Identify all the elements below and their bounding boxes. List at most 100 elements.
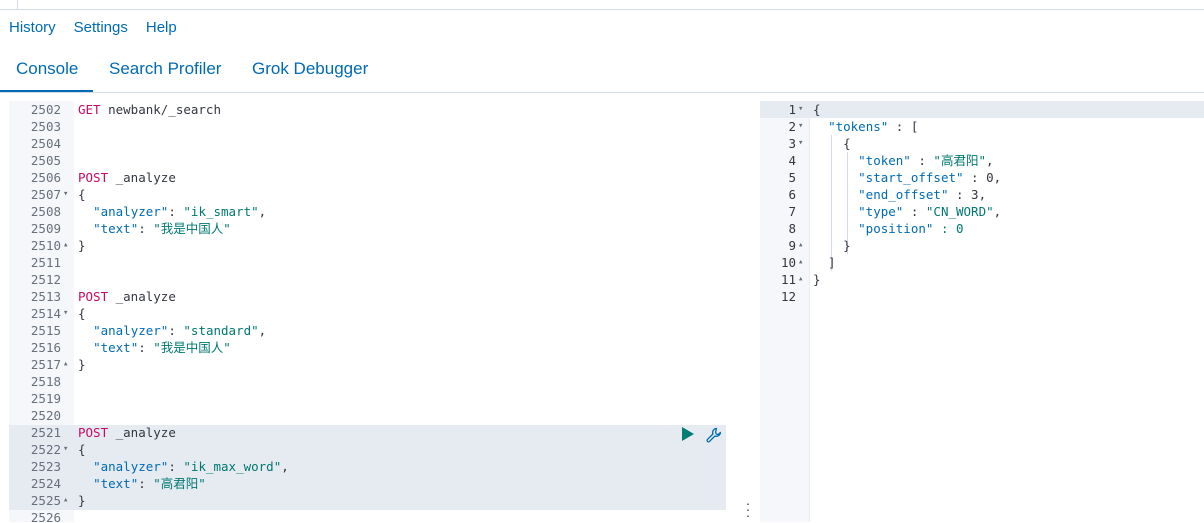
top-bar [0,0,1204,10]
response-viewer: 1▾{2▾ "tokens" : [3▾ {4 "token" : "高君阳",… [760,101,1204,522]
code-token [78,221,93,236]
output-line-number: 7 [788,204,796,219]
code-token: } [78,357,86,372]
indent-guide [831,135,832,271]
code-token: "analyzer" [93,323,169,338]
editor-line-number: 2510 [30,238,61,253]
wrench-icon[interactable] [706,427,722,443]
code-token: "ik_max_word" [183,459,282,474]
code-token: "type" [858,204,904,219]
fold-toggle-icon[interactable]: ▾ [63,189,69,199]
tab-bar: Console Search Profiler Grok Debugger [0,50,1204,93]
code-token: : [138,476,154,491]
editor-code: "text": "我是中国人" [78,339,231,356]
fold-toggle-icon[interactable]: ▴ [798,257,804,267]
output-line: 6 "end_offset" : 3, [760,186,1204,203]
fold-toggle-icon[interactable]: ▴ [798,240,804,250]
output-line-number: 9 [788,238,796,253]
tab-search-profiler[interactable]: Search Profiler [109,59,222,78]
editor-line: 2511 [9,254,742,271]
output-line-number: 12 [780,289,796,304]
output-line: 8 "position" : 0 [760,220,1204,237]
editor-line-number: 2512 [30,272,61,287]
active-request-highlight [9,425,726,510]
tab-grok-debugger[interactable]: Grok Debugger [252,59,369,78]
code-token: "text" [93,340,139,355]
editor-line-number: 2508 [30,204,61,219]
menu-help[interactable]: Help [145,19,177,36]
code-token [813,119,828,134]
editor-line-number: 2524 [30,476,61,491]
editor-line-number: 2504 [30,136,61,151]
output-active-line [760,101,1204,118]
code-token: , [985,153,994,168]
code-token: { [78,442,86,457]
output-code: ] [813,254,836,271]
fold-toggle-icon[interactable]: ▾ [798,138,804,148]
code-token: { [813,136,851,151]
code-token: "我是中国人" [153,340,231,355]
code-token: } [813,272,821,287]
fold-toggle-icon[interactable]: ▾ [63,308,69,318]
output-line-number: 8 [788,221,796,236]
menu-history[interactable]: History [9,19,56,36]
output-code: "token" : "高君阳", [813,152,994,169]
code-token: "analyzer" [93,459,169,474]
editor-line-number: 2511 [30,255,61,270]
output-line: 3▾ { [760,135,1204,152]
code-token [813,153,858,168]
editor-line: 2510▴} [9,237,742,254]
menu-settings[interactable]: Settings [73,19,128,36]
code-token: , [993,204,1002,219]
code-token: "end_offset" [858,187,949,202]
editor-line: 2516 "text": "我是中国人" [9,339,742,356]
editor-line: 2507▾{ [9,186,742,203]
code-token: ] [813,255,836,270]
output-line: 7 "type" : "CN_WORD", [760,203,1204,220]
editor-line-number: 2513 [30,289,61,304]
tab-console[interactable]: Console [16,59,79,78]
fold-toggle-icon[interactable]: ▾ [63,444,69,454]
editor-code: } [78,492,86,509]
play-icon[interactable] [682,427,694,441]
code-token: , [258,204,267,219]
fold-toggle-icon[interactable]: ▴ [63,240,69,250]
code-token: } [78,493,86,508]
editor-line-number: 2502 [30,102,61,117]
vertical-dots-icon[interactable]: ··· [745,495,751,523]
console-menu: History Settings Help [9,19,177,36]
fold-toggle-icon[interactable]: ▾ [798,121,804,131]
editor-line: 2503 [9,118,742,135]
editor-line-number: 2525 [30,493,61,508]
output-line: 4 "token" : "高君阳", [760,152,1204,169]
editor-line: 2524 "text": "高君阳" [9,475,742,492]
editor-line-number: 2518 [30,374,61,389]
editor-line: 2523 "analyzer": "ik_max_word", [9,458,742,475]
output-code: } [813,237,851,254]
editor-code: "analyzer": "standard", [78,322,266,339]
code-token: : [903,204,926,219]
fold-toggle-icon[interactable]: ▴ [798,274,804,284]
code-token: POST [78,289,109,304]
output-gutter [760,101,810,522]
editor-line: 2526 [9,509,742,522]
fold-toggle-icon[interactable]: ▴ [63,495,69,505]
editor-line-number: 2516 [30,340,61,355]
output-line-number: 10 [780,255,796,270]
editor-line-number: 2506 [30,170,61,185]
editor-code: { [78,441,86,458]
editor-line: 2514▾{ [9,305,742,322]
editor-line-number: 2514 [30,306,61,321]
editor-line: 2515 "analyzer": "standard", [9,322,742,339]
fold-toggle-icon[interactable]: ▴ [63,359,69,369]
request-actions [682,427,722,443]
editor-line: 2518 [9,373,742,390]
editor-line: 2522▾{ [9,441,742,458]
output-line: 12 [760,288,1204,305]
fold-toggle-icon[interactable]: ▾ [798,104,804,114]
active-tab-indicator [0,90,93,92]
code-token: : 3, [948,187,987,202]
editor-code: "text": "我是中国人" [78,220,231,237]
